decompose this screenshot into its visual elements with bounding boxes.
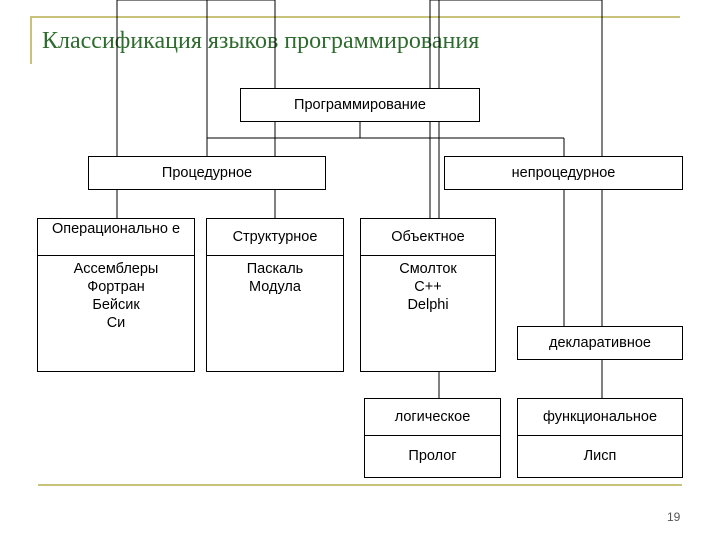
nonprocedural-node: непроцедурное — [444, 156, 683, 190]
root-node-programming: Программирование — [240, 88, 480, 122]
structural-card-title: Структурное — [207, 219, 343, 256]
list-item: Ассемблеры — [73, 261, 159, 277]
logical-card-title: логическое — [365, 399, 500, 436]
slide-title: Классификация языков программирования — [42, 28, 480, 54]
logical-card-items: Пролог — [365, 436, 500, 476]
procedural-node: Процедурное — [88, 156, 326, 190]
object-card-title: Объектное — [361, 219, 495, 256]
list-item: Си — [106, 315, 126, 331]
procedural-node-label: Процедурное — [161, 165, 253, 181]
logical-card: логическое Пролог — [364, 398, 501, 478]
list-item: Delphi — [407, 297, 449, 313]
functional-card-title: функциональное — [518, 399, 682, 436]
operational-card-title: Операционально е — [38, 219, 194, 256]
list-item: Бейсик — [92, 297, 140, 313]
page-number: 19 — [667, 510, 681, 524]
operational-card: Операционально е Ассемблеры Фортран Бейс… — [37, 218, 195, 372]
root-node-label: Программирование — [294, 97, 426, 113]
structural-card: Структурное Паскаль Модула — [206, 218, 344, 372]
list-item: Лисп — [583, 448, 617, 464]
list-item: Пролог — [408, 448, 457, 464]
list-item: Модула — [249, 279, 301, 295]
left-rule — [30, 16, 32, 64]
list-item: Паскаль — [246, 261, 304, 277]
declarative-node: декларативное — [517, 326, 683, 360]
functional-card: функциональное Лисп — [517, 398, 683, 478]
functional-card-items: Лисп — [518, 436, 682, 476]
list-item: Смолток — [399, 261, 457, 277]
object-card: Объектное Смолток C++ Delphi — [360, 218, 496, 372]
list-item: C++ — [414, 279, 442, 295]
bottom-rule — [38, 484, 682, 486]
operational-card-items: Ассемблеры Фортран Бейсик Си — [38, 256, 194, 332]
object-card-items: Смолток C++ Delphi — [361, 256, 495, 314]
structural-card-items: Паскаль Модула — [207, 256, 343, 296]
nonprocedural-node-label: непроцедурное — [511, 165, 616, 181]
list-item: Фортран — [87, 279, 145, 295]
declarative-node-label: декларативное — [549, 335, 651, 351]
top-rule — [30, 16, 680, 18]
